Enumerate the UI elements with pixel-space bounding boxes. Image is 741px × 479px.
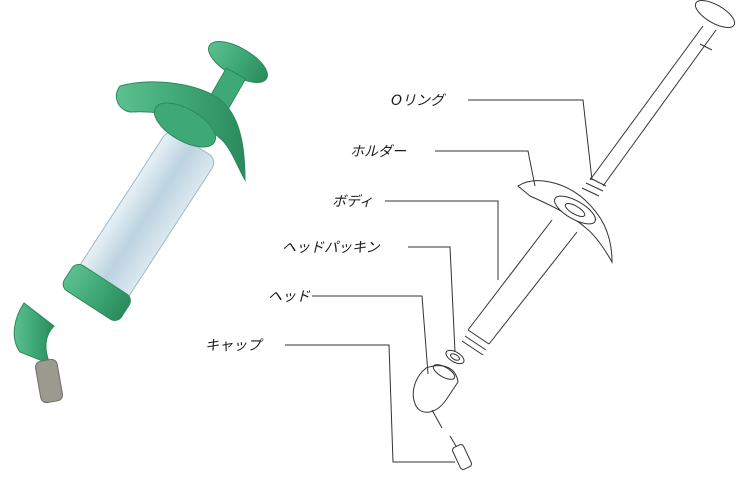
photo-nozzle — [13, 302, 64, 404]
leader-body — [385, 200, 499, 280]
leader-lines — [285, 99, 593, 463]
label-o-ring: Oリング — [391, 93, 445, 109]
exploded-cap — [449, 435, 473, 470]
label-head-packing: ヘッドパッキン — [282, 240, 380, 256]
leader-head-packing — [408, 246, 456, 353]
exploded-head — [412, 364, 459, 429]
photo-holder — [115, 81, 246, 182]
leader-holder — [435, 150, 536, 187]
exploded-body — [461, 219, 578, 356]
leader-o-ring — [468, 99, 593, 181]
exploded-plunger — [589, 0, 736, 187]
exploded-o-ring — [581, 177, 607, 197]
exploded-holder — [517, 180, 613, 264]
label-cap: キャップ — [205, 338, 261, 354]
exploded-head-packing — [445, 349, 465, 365]
label-holder: ホルダー — [350, 144, 406, 160]
label-body: ボディ — [332, 194, 374, 210]
leader-head — [312, 295, 429, 375]
label-head: ヘッド — [268, 289, 310, 305]
leader-cap — [285, 344, 455, 463]
